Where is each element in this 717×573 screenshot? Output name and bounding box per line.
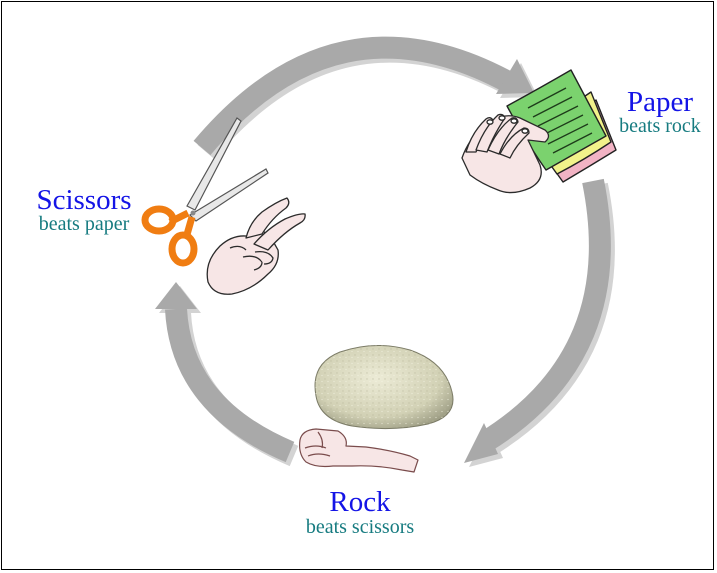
scissors-caption: beats paper (18, 214, 150, 234)
rock-title: Rock (282, 488, 438, 517)
arrow-paper-to-rock (464, 181, 604, 467)
paper-label-group: Paper beats rock (610, 88, 710, 136)
scissors-label-group: Scissors beats paper (18, 186, 150, 234)
scissors-title: Scissors (18, 186, 150, 215)
victory-hand-icon (207, 198, 305, 294)
paper-caption: beats rock (610, 116, 710, 136)
rock-caption: beats scissors (282, 517, 438, 537)
rock-label-group: Rock beats scissors (282, 488, 438, 537)
fist-hand-icon (300, 429, 418, 472)
arrow-rock-to-scissors (155, 282, 294, 456)
paper-title: Paper (610, 88, 710, 117)
rock-icon (315, 345, 453, 428)
